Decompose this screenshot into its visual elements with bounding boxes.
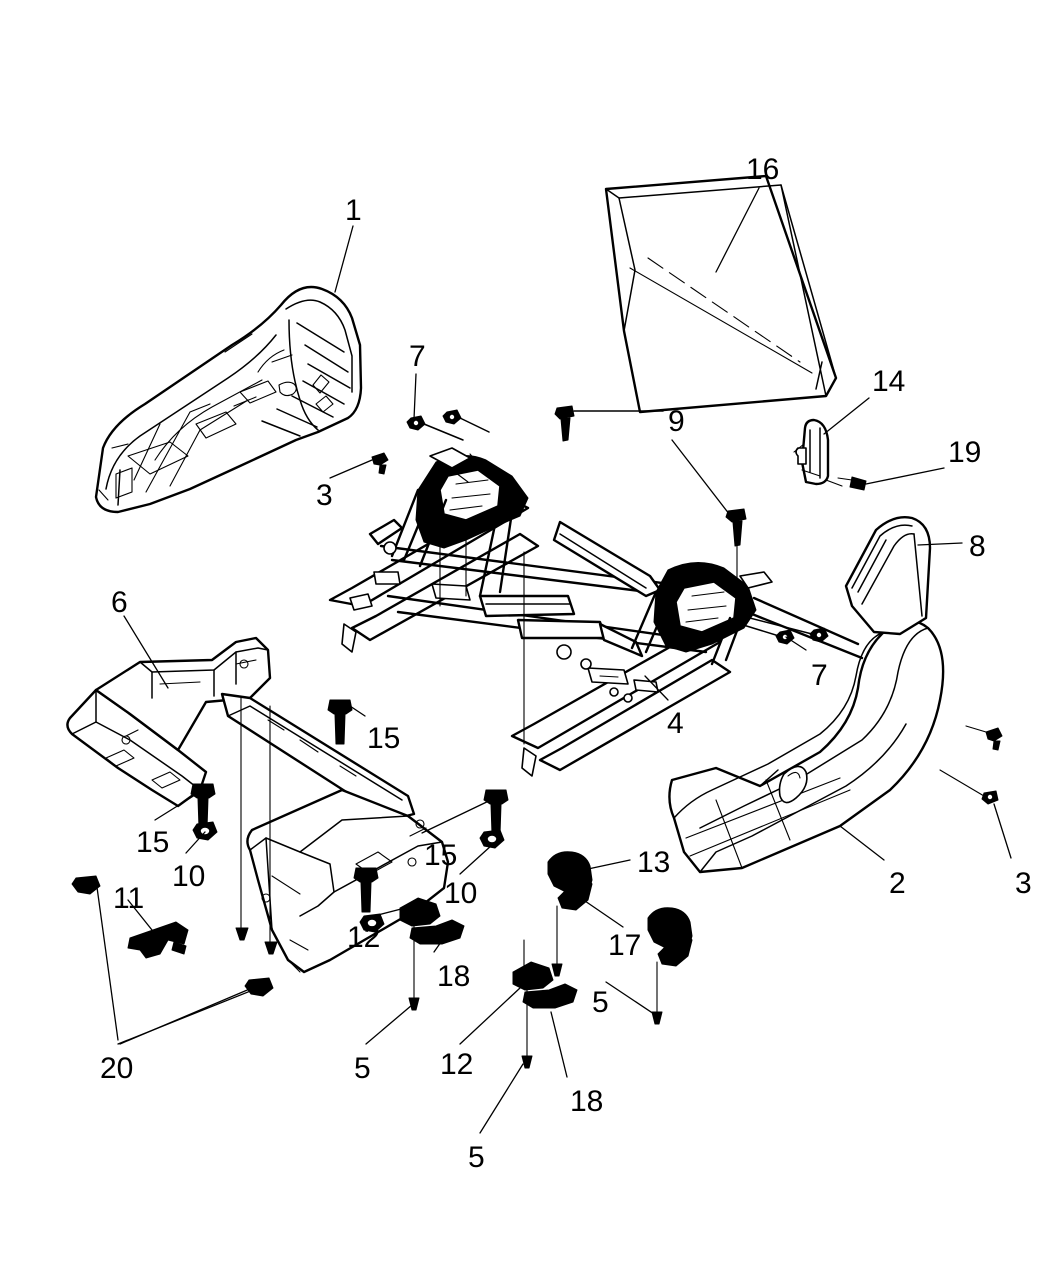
part-13-17-bushing-a — [547, 851, 593, 977]
callout-number-14: 14 — [872, 365, 906, 398]
callout-number-6: 6 — [111, 586, 128, 619]
part-2-outer-side-shield — [668, 619, 945, 874]
callout-number-3b: 3 — [1015, 867, 1032, 900]
fastener-11-retainer-clip — [127, 921, 189, 959]
fastener-20-grommets — [71, 875, 274, 1045]
leader-line-7a — [413, 373, 417, 420]
leader-line-12b — [459, 987, 521, 1045]
leader-line-19 — [865, 467, 945, 485]
callout-number-17a: 17 — [608, 929, 642, 962]
leader-line-5a — [365, 1004, 413, 1045]
callout-number-18b: 18 — [570, 1085, 604, 1118]
callout-number-5c: 5 — [468, 1141, 485, 1174]
leader-line-15c — [421, 797, 496, 834]
leader-line-12a — [365, 907, 406, 919]
leader-line-17a — [584, 900, 624, 928]
callout-number-10b: 10 — [444, 877, 478, 910]
leader-line-15a — [343, 701, 366, 717]
part-4-seat-track-assembly — [328, 447, 864, 777]
fastener-3-screws-right — [939, 725, 1003, 805]
leader-line-3a — [329, 459, 373, 479]
fastener-7-nuts-upper — [406, 409, 490, 441]
callout-number-20: 20 — [100, 1052, 134, 1085]
callout-number-11: 11 — [113, 882, 145, 915]
leader-line-9 — [671, 439, 734, 520]
part-1-inner-side-shield — [94, 285, 363, 514]
callout-number-4: 4 — [667, 707, 684, 740]
part-8-recliner-handle-cover — [844, 516, 932, 636]
callout-number-5b: 5 — [592, 986, 609, 1019]
leader-line-4 — [644, 675, 669, 701]
part-14-track-cover-cap — [793, 418, 843, 487]
callout-number-15b: 15 — [136, 826, 170, 859]
callout-number-7b: 7 — [811, 659, 828, 692]
callout-number-10a: 10 — [172, 860, 206, 893]
callout-number-1: 1 — [345, 194, 362, 227]
callout-number-16: 16 — [746, 153, 780, 186]
callout-number-15a: 15 — [367, 722, 401, 755]
fastener-19-push-pin — [837, 476, 867, 491]
leader-line-6 — [123, 615, 169, 689]
leader-line-5b — [605, 981, 661, 1019]
leader-line-18a — [433, 931, 449, 953]
part-12-18-bracket-strap-b — [512, 939, 578, 1069]
fastener-9-bolt-upper — [554, 405, 664, 442]
leader-line-18b — [550, 1011, 568, 1078]
leader-line-15b — [154, 789, 204, 821]
callout-number-18a: 18 — [437, 960, 471, 993]
leader-line-10a — [185, 831, 206, 854]
fastener-7-nuts-right — [739, 615, 829, 645]
fastener-9-bolt-track — [725, 508, 747, 593]
callout-number-19: 19 — [948, 436, 982, 469]
leader-line-14 — [823, 397, 870, 435]
fastener-3-screw-left — [371, 452, 389, 475]
part-12-18-bracket-strap-a — [399, 897, 465, 1011]
callout-number-8: 8 — [969, 530, 986, 563]
leader-line-11 — [127, 899, 153, 931]
leader-line-13a — [587, 859, 631, 870]
callout-number-2: 2 — [889, 867, 906, 900]
callout-number-9: 9 — [668, 405, 685, 438]
callout-number-12a: 12 — [347, 921, 381, 954]
leader-line-7b — [785, 636, 807, 651]
callout-number-15c: 15 — [424, 839, 458, 872]
callout-number-13a: 13 — [637, 846, 671, 879]
leader-line-16 — [715, 187, 760, 273]
leader-line-5c — [479, 1063, 524, 1134]
leader-line-8 — [917, 542, 963, 546]
leader-line-1 — [334, 225, 354, 293]
callout-number-3a: 3 — [316, 479, 333, 512]
part-16-cushion-pan-panel — [604, 174, 838, 414]
fastener-5-pins — [235, 927, 278, 955]
part-13-17-bushing-b — [647, 907, 693, 1025]
leader-line-2 — [839, 825, 885, 861]
leader-line-20 — [117, 987, 259, 1045]
callout-number-7a: 7 — [409, 340, 426, 373]
callout-number-12b: 12 — [440, 1048, 474, 1081]
leader-line-10b — [459, 844, 493, 875]
leader-lines — [117, 187, 1012, 1134]
leader-line-3b — [993, 803, 1012, 859]
callout-number-5a: 5 — [354, 1052, 371, 1085]
part-6-cushion-frame — [66, 636, 450, 974]
